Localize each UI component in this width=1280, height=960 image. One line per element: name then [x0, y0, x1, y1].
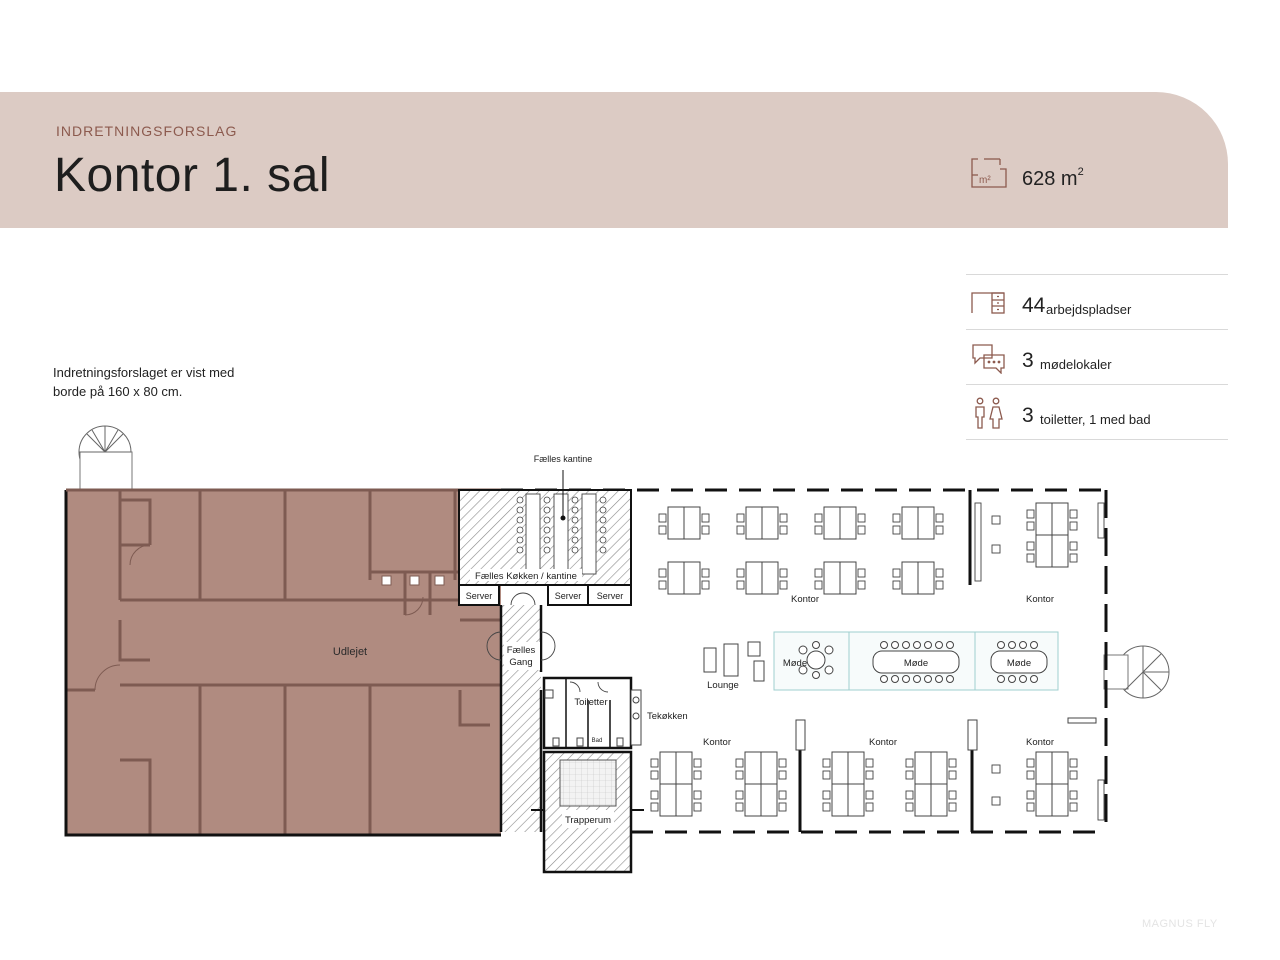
watermark-logo: MAGNUS FLY	[1142, 918, 1218, 930]
room-label-corridor-line1: Fælles	[507, 645, 536, 656]
area-value: 628 m	[1022, 168, 1078, 190]
spiral-staircase-left	[78, 425, 133, 491]
office-partitions	[795, 490, 1105, 832]
room-label-meeting-1: Møde	[783, 658, 807, 669]
common-corridor: Fælles Gang	[486, 592, 556, 832]
stat-label: toiletter, 1 med bad	[1040, 412, 1151, 427]
stat-value: 3	[1022, 349, 1034, 372]
room-label-server-3: Server	[597, 591, 624, 601]
page-title: Kontor 1. sal	[54, 149, 330, 202]
stat-label: mødelokaler	[1040, 357, 1112, 372]
room-label-office-bottom-1: Kontor	[703, 737, 731, 748]
note-line-1: Indretningsforslaget er vist med	[53, 365, 235, 380]
room-label-canteen: Fælles kantine	[534, 454, 593, 464]
desks-bottom-offices	[651, 752, 1077, 816]
room-label-meeting-3: Møde	[1007, 658, 1031, 669]
area-icon-label: m²	[979, 175, 991, 186]
desk-icon	[971, 292, 1005, 314]
room-label-corridor-line2: Gang	[509, 657, 532, 668]
eyebrow-label: INDRETNINGSFORSLAG	[56, 123, 238, 139]
furnishing-note: Indretningsforslaget er vist med borde p…	[53, 363, 283, 401]
desks-top-office	[658, 503, 1077, 595]
room-label-tea-kitchen: Tekøkken	[647, 711, 688, 722]
common-canteen: Fælles kantine Fælles Køkken / kantine	[458, 454, 632, 586]
stats-list: 44 arbejdspladser 3 mødelokaler 3 toilet…	[966, 274, 1228, 440]
room-label-toilets: Toiletter	[574, 697, 607, 708]
chat-bubbles-icon	[972, 344, 1005, 374]
toilets: Toiletter Bad	[542, 676, 641, 750]
outer-walls	[64, 488, 1108, 837]
area-unit-sup: 2	[1077, 166, 1084, 179]
stat-workstations: 44 arbejdspladser	[966, 274, 1228, 329]
room-label-kitchen: Fælles Køkken / kantine	[475, 571, 577, 582]
room-label-server-1: Server	[466, 591, 493, 601]
room-label-office-top-2: Kontor	[1026, 594, 1054, 605]
room-label-udlejet: Udlejet	[333, 646, 367, 658]
rented-area: Udlejet	[66, 488, 501, 835]
floor-area-icon: m²	[971, 158, 1007, 188]
header-band	[0, 92, 1228, 228]
room-label-bath: Bad	[592, 738, 603, 744]
people-icon	[975, 397, 1003, 429]
room-label-lounge: Lounge	[707, 680, 739, 691]
spiral-staircase-right	[1103, 645, 1170, 699]
room-label-server-2: Server	[555, 591, 582, 601]
server-rooms	[458, 584, 632, 606]
stat-value: 44	[1022, 294, 1046, 317]
room-label-meeting-2: Møde	[904, 658, 928, 669]
room-label-office-bottom-2: Kontor	[869, 737, 897, 748]
room-label-stairwell: Trapperum	[565, 815, 611, 826]
room-label-office-bottom-3: Kontor	[1026, 737, 1054, 748]
meeting-rooms: Møde Møde Møde	[773, 631, 1059, 691]
note-line-2: borde på 160 x 80 cm.	[53, 384, 183, 399]
room-label-office-top-1: Kontor	[791, 594, 819, 605]
stat-label: arbejdspladser	[1046, 302, 1132, 317]
stat-toilets: 3 toiletter, 1 med bad	[966, 384, 1228, 440]
stairwell: Trapperum	[531, 750, 644, 874]
tea-kitchen: Tekøkken	[630, 689, 688, 746]
floor-area-value: 628 m2	[1022, 166, 1084, 191]
lounge	[703, 641, 765, 682]
stat-meeting-rooms: 3 mødelokaler	[966, 329, 1228, 384]
stat-value: 3	[1022, 404, 1034, 427]
